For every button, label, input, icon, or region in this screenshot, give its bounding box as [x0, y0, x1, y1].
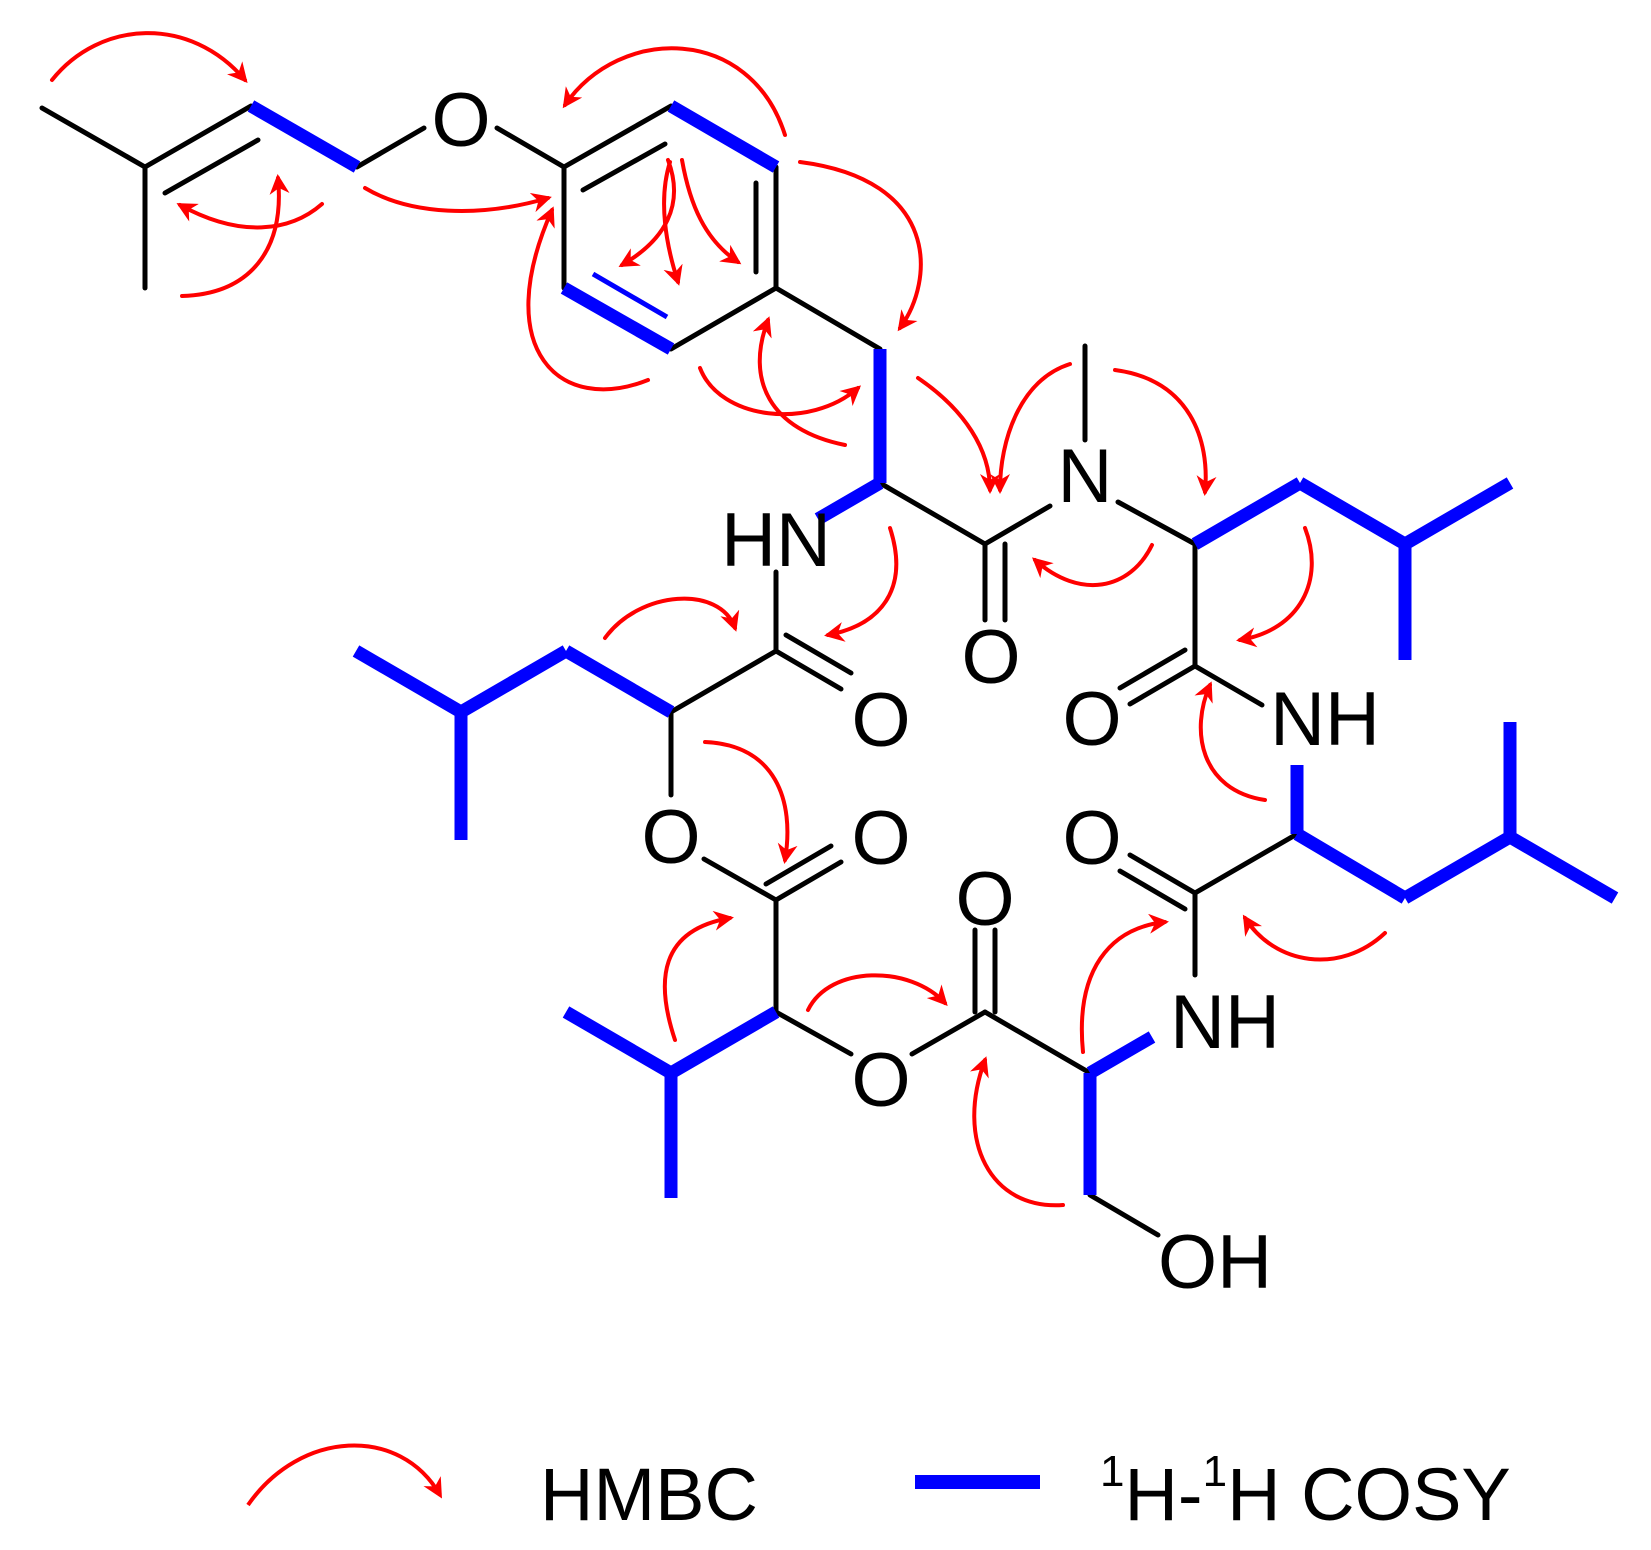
atom-label: O	[851, 796, 910, 881]
hmbc-arrow	[1113, 368, 1217, 496]
atom-label: O	[955, 857, 1014, 942]
hmbc-arrow	[180, 174, 290, 298]
hmbc-arrow	[698, 366, 862, 417]
legend-cosy-text: H-	[1124, 1453, 1202, 1536]
hmbc-arrow	[680, 158, 742, 265]
cosy-bond	[1506, 831, 1619, 904]
bond	[701, 856, 779, 903]
bond	[668, 285, 779, 352]
atom-label: OH	[1158, 1220, 1272, 1305]
legend-hmbc-label: HMBC	[540, 1453, 758, 1536]
atom-label: O	[1062, 677, 1121, 762]
hmbc-arrow	[1236, 526, 1314, 648]
cosy-bond	[667, 100, 780, 173]
atom-label: N	[1058, 434, 1113, 519]
cosy-bond	[352, 645, 465, 718]
hmbc-arrow	[806, 973, 948, 1012]
skeleton-bonds	[39, 103, 1300, 1238]
bond	[1192, 831, 1300, 896]
atom-label: NH	[1170, 980, 1280, 1065]
cosy-bond	[560, 282, 675, 355]
legend-hmbc-arrow	[246, 1443, 442, 1507]
cosy-bond	[814, 477, 884, 525]
bond	[668, 648, 779, 715]
cosy-bond	[1086, 1031, 1156, 1079]
bond	[1115, 499, 1198, 547]
legend-cosy-sup: 1	[1203, 1447, 1227, 1496]
hmbc-arrow	[970, 1056, 1065, 1208]
atom-label: O	[1062, 796, 1121, 881]
bond	[773, 859, 844, 903]
bond	[39, 105, 148, 170]
bond	[773, 285, 883, 352]
legend-cosy-label: 1H-1H COSY	[1100, 1447, 1511, 1536]
hmbc-arrow	[603, 596, 740, 640]
hmbc-arrow	[1032, 543, 1154, 587]
hmbc-arrow	[1194, 681, 1267, 802]
bond	[877, 480, 988, 547]
bond	[783, 632, 854, 676]
atom-labels: O HN N O O O NH O O O O NH O OH	[431, 78, 1379, 1305]
hmbc-arrow	[824, 526, 899, 642]
hmbc-arrow	[916, 376, 1000, 494]
hmbc-arrow	[618, 158, 677, 268]
bond	[773, 1009, 854, 1057]
bond	[909, 1009, 988, 1057]
bond	[763, 843, 834, 887]
cosy-bond	[247, 100, 361, 173]
bond	[1117, 647, 1188, 691]
hmbc-arrow	[990, 362, 1072, 494]
hmbc-arrow	[50, 31, 248, 84]
bond	[494, 125, 567, 170]
atom-label: NH	[1270, 677, 1380, 762]
bond	[142, 103, 254, 170]
legend-cosy-sup: 1	[1100, 1447, 1124, 1496]
bond	[1087, 1192, 1161, 1238]
atom-label: O	[961, 615, 1020, 700]
cosy-bond	[1401, 477, 1514, 550]
hmbc-arrow	[1242, 914, 1387, 962]
cosy-bond	[562, 645, 675, 718]
legend-cosy-text: H COSY	[1227, 1453, 1511, 1536]
atom-label: O	[641, 795, 700, 880]
bond	[1127, 852, 1198, 896]
aromatic-inner-cosy-bond	[591, 271, 669, 320]
hmbc-arrow	[363, 186, 552, 213]
bond	[561, 103, 674, 170]
hmbc-arrow	[526, 206, 650, 392]
cosy-bond	[562, 1006, 675, 1079]
hmbc-arrow	[798, 160, 923, 332]
bond	[1192, 663, 1265, 708]
bond	[982, 503, 1053, 547]
bond	[580, 141, 668, 193]
cosy-bonds	[247, 100, 1619, 1198]
cosy-bond	[1296, 477, 1409, 550]
cosy-bond	[1401, 831, 1514, 904]
bond	[1127, 663, 1198, 707]
bond	[773, 648, 844, 692]
legend: HMBC 1H-1H COSY	[246, 1443, 1511, 1536]
cosy-bond	[667, 1006, 780, 1079]
bond	[354, 125, 427, 170]
atom-label: O	[851, 678, 910, 763]
cosy-bond	[1293, 828, 1409, 904]
hmbc-arrow	[662, 910, 734, 1042]
atom-label: O	[431, 78, 490, 163]
hmbc-arrow	[1079, 913, 1169, 1054]
hmbc-arrow	[752, 316, 847, 447]
hmbc-arrow	[703, 740, 798, 864]
bond	[982, 1009, 1093, 1076]
hmbc-arrow	[562, 46, 787, 137]
atom-label: HN	[721, 498, 831, 583]
atom-label: O	[851, 1038, 910, 1123]
hmbc-arrow	[662, 160, 683, 286]
bond	[1117, 868, 1188, 912]
bond	[162, 137, 261, 196]
cosy-bond	[457, 645, 570, 718]
cosy-bond	[1191, 477, 1304, 550]
hmbc-arrow	[176, 202, 324, 230]
hmbc-arrows	[50, 31, 1387, 1208]
